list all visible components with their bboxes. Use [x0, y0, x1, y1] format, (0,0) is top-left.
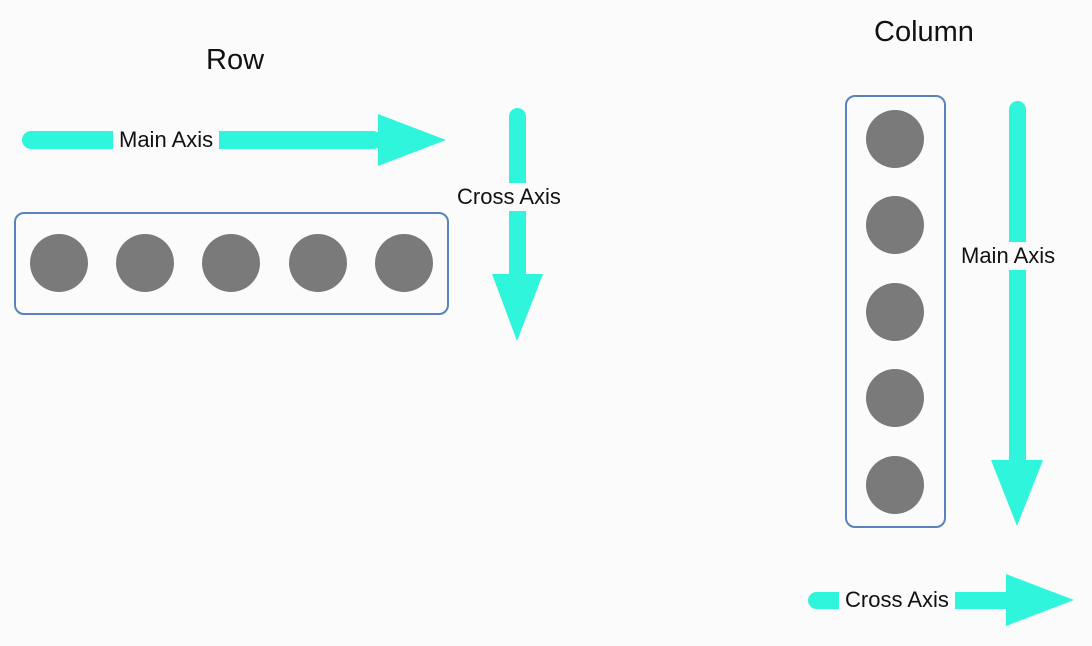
column-main-axis-label: Main Axis — [955, 242, 1062, 270]
row-item — [30, 234, 88, 292]
row-cross-axis-arrow — [492, 108, 543, 341]
column-item — [866, 369, 924, 427]
row-main-axis-label: Main Axis — [113, 126, 220, 154]
row-item — [289, 234, 347, 292]
row-cross-axis-label: Cross Axis — [451, 183, 567, 211]
row-item — [116, 234, 174, 292]
column-item — [866, 456, 924, 514]
column-item — [866, 196, 924, 254]
column-container — [845, 95, 946, 528]
row-item — [202, 234, 260, 292]
column-title: Column — [874, 16, 974, 48]
column-main-axis-arrow — [991, 101, 1043, 526]
column-item — [866, 283, 924, 341]
column-cross-axis-label: Cross Axis — [839, 586, 955, 614]
row-title: Row — [206, 44, 265, 76]
row-item — [375, 234, 433, 292]
column-item — [866, 110, 924, 168]
row-main-axis-arrow — [22, 114, 446, 166]
row-container — [14, 212, 449, 315]
